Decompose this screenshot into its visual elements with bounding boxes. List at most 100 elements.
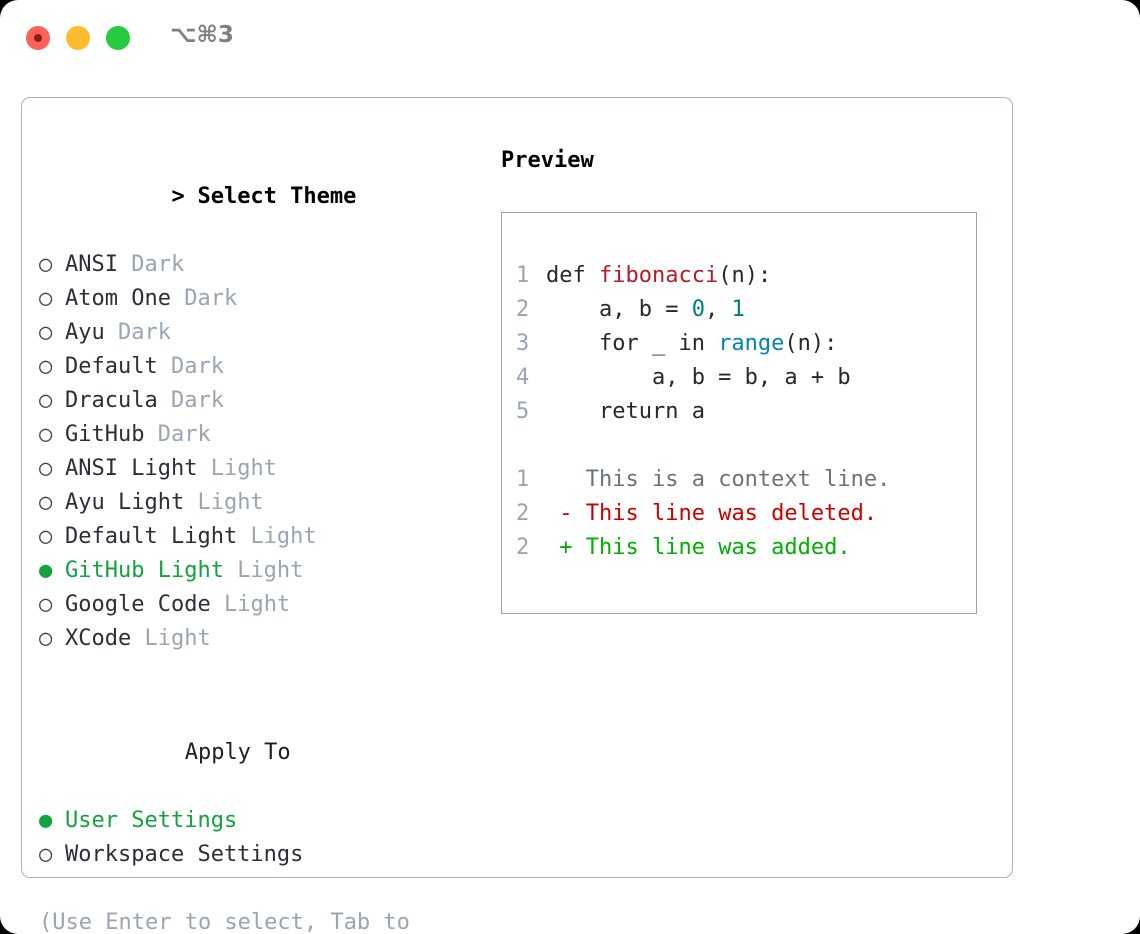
theme-name: GitHub Light	[65, 558, 238, 583]
window-controls	[26, 26, 130, 50]
code-token: 0	[691, 297, 705, 322]
prompt-caret-icon: >	[171, 184, 185, 209]
theme-list-item[interactable]: ○ Google Code Light	[39, 588, 489, 622]
apply-to-list[interactable]: ●User Settings○Workspace Settings	[39, 804, 489, 872]
maximize-button[interactable]	[106, 26, 130, 50]
code-token: a, b = b, a + b	[546, 365, 851, 390]
code-token: a, b =	[546, 297, 692, 322]
diff-marker	[546, 467, 573, 492]
theme-variant-badge: Light	[237, 558, 304, 583]
diff-line: 1 This is a context line.	[516, 463, 976, 497]
radio-unselected-icon[interactable]: ○	[39, 626, 53, 651]
code-line: 2 a, b = 0, 1	[516, 293, 976, 327]
theme-list-item[interactable]: ○ ANSI Dark	[39, 248, 489, 282]
apply-to-indent	[171, 740, 184, 765]
theme-name: ANSI	[65, 252, 132, 277]
line-number: 5	[516, 399, 530, 424]
theme-name: Ayu Light	[65, 490, 198, 515]
line-number: 1	[516, 467, 530, 492]
theme-list-item[interactable]: ● GitHub Light Light	[39, 554, 489, 588]
theme-variant-badge: Dark	[131, 252, 185, 277]
diff-text: This line was added.	[572, 535, 851, 560]
code-token: fibonacci	[598, 263, 719, 288]
theme-list-item[interactable]: ○Dracula Dark	[39, 384, 489, 418]
theme-name: Ayu	[65, 320, 118, 345]
theme-list-item[interactable]: ○Default Dark	[39, 350, 489, 384]
theme-list-item[interactable]: ○ GitHub Dark	[39, 418, 489, 452]
theme-list-item[interactable]: ○ Atom One Dark	[39, 282, 489, 316]
code-token: (n):	[718, 263, 772, 288]
code-token: range	[718, 331, 785, 356]
code-token: return a	[546, 399, 705, 424]
radio-unselected-icon[interactable]: ○	[39, 320, 53, 345]
theme-list-item[interactable]: ○ Ayu Light Light	[39, 486, 489, 520]
theme-name: GitHub	[65, 422, 158, 447]
page-title: Select Theme	[197, 184, 357, 209]
radio-unselected-icon[interactable]: ○	[39, 524, 53, 549]
diff-line: 2 - This line was deleted.	[516, 497, 976, 531]
diff-text: This line was deleted.	[572, 501, 878, 526]
code-line: 5 return a	[516, 395, 976, 429]
diff-sample: 1 This is a context line.2 - This line w…	[516, 463, 976, 565]
theme-name: Google Code	[65, 592, 224, 617]
theme-list-header: > Select Theme	[39, 146, 489, 248]
diff-marker: +	[546, 535, 573, 560]
apply-to-title: Apply To	[39, 702, 489, 804]
code-token: for _ in	[546, 331, 719, 356]
theme-variant-badge: Light	[144, 626, 211, 651]
theme-variant-badge: Light	[197, 490, 264, 515]
spacer	[516, 429, 976, 463]
radio-selected-icon[interactable]: ●	[39, 808, 53, 833]
theme-name: Atom One	[65, 286, 185, 311]
theme-list-item[interactable]: ○ XCode Light	[39, 622, 489, 656]
line-number: 2	[516, 501, 530, 526]
theme-list-item[interactable]: ○Ayu Dark	[39, 316, 489, 350]
line-number: 2	[516, 535, 530, 560]
theme-list[interactable]: ○ANSI Dark○Atom One Dark○Ayu Dark○Defaul…	[39, 248, 489, 656]
theme-variant-badge: Dark	[157, 422, 211, 447]
code-token: ,	[704, 297, 732, 322]
theme-name: Dracula	[65, 388, 171, 413]
apply-to-item[interactable]: ○Workspace Settings	[39, 838, 489, 872]
theme-selector-column: > Select Theme ○ ANSI Dark ○ Atom One Dark ○ A…	[39, 146, 489, 934]
radio-unselected-icon[interactable]: ○	[39, 592, 53, 617]
line-number: 1	[516, 263, 530, 288]
radio-unselected-icon[interactable]: ○	[39, 456, 53, 481]
spacer	[39, 656, 489, 702]
theme-variant-badge: Light	[210, 456, 277, 481]
line-number: 3	[516, 331, 530, 356]
preview-title: Preview	[501, 148, 594, 173]
code-line: 3 for _ in range(n):	[516, 327, 976, 361]
theme-variant-badge: Dark	[184, 286, 238, 311]
radio-unselected-icon[interactable]: ○	[39, 490, 53, 515]
theme-name: ANSI Light	[65, 456, 211, 481]
theme-list-item[interactable]: ○ Default Light Light	[39, 520, 489, 554]
theme-name: Default Light	[65, 524, 251, 549]
apply-to-label: Apply To	[184, 740, 291, 765]
radio-unselected-icon[interactable]: ○	[39, 842, 53, 867]
radio-unselected-icon[interactable]: ○	[39, 286, 53, 311]
theme-variant-badge: Light	[223, 592, 291, 617]
radio-selected-icon[interactable]: ●	[39, 558, 53, 583]
minimize-button[interactable]	[66, 26, 90, 50]
theme-variant-badge: Light	[250, 524, 317, 549]
theme-name: XCode	[65, 626, 145, 651]
code-token: (n):	[784, 331, 838, 356]
radio-unselected-icon[interactable]: ○	[39, 252, 53, 277]
radio-unselected-icon[interactable]: ○	[39, 354, 53, 379]
theme-list-item[interactable]: ○ ANSI Light Light	[39, 452, 489, 486]
diff-marker: -	[546, 501, 573, 526]
apply-to-item[interactable]: ●User Settings	[39, 804, 489, 838]
keyboard-hint: (Use Enter to select, Tab to change focu…	[39, 910, 410, 934]
line-number: 4	[516, 365, 530, 390]
radio-unselected-icon[interactable]: ○	[39, 388, 53, 413]
radio-unselected-icon[interactable]: ○	[39, 422, 53, 447]
close-button[interactable]	[26, 26, 50, 50]
title-bar: ⌥⌘3	[0, 0, 1140, 78]
code-line: 4 a, b = b, a + b	[516, 361, 976, 395]
